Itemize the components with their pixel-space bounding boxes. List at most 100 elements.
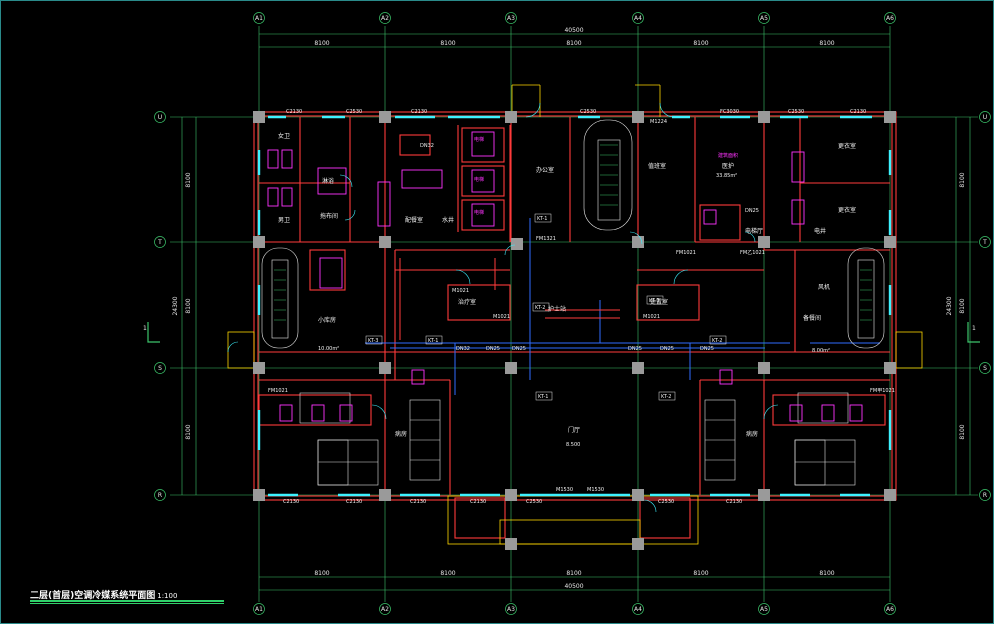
unit-tag: KT-3 — [368, 338, 378, 344]
room-kitchen: 备餐间 — [803, 314, 821, 322]
axis-label-right: U — [983, 114, 987, 121]
room-elevator2: 电梯 — [474, 176, 484, 183]
axis-label-right: S — [983, 365, 987, 372]
door-swings — [227, 102, 779, 513]
dim-top-seg: 8100 — [440, 40, 455, 47]
door-tag: M1021 — [452, 288, 469, 294]
room-med-staff: 医护 — [722, 162, 734, 170]
room-office: 办公室 — [536, 166, 554, 174]
door-tag: M1530 — [556, 487, 573, 493]
window-tag: C2530 — [346, 109, 362, 115]
room-pipe-well: 水井 — [442, 216, 454, 224]
axis-label-top: A6 — [886, 15, 894, 22]
axis-labels: A1 A2 A3 A4 A5 A6 A1 A2 A3 A4 A5 A6 U T … — [157, 15, 987, 613]
room-elec-well: 电井 — [814, 227, 826, 235]
axis-label-left: T — [157, 239, 162, 246]
stairs — [261, 119, 885, 349]
axis-label-bottom: A2 — [381, 606, 389, 613]
room-area3: 8.00m² — [812, 348, 830, 354]
axis-label-right: T — [982, 239, 987, 246]
duct-runs — [399, 258, 620, 340]
axis-label-bottom: A4 — [634, 606, 642, 613]
pipe-tag: DN32 — [420, 143, 434, 149]
window-tag: C2130 — [286, 109, 302, 115]
dim-bottom-seg: 8100 — [566, 570, 581, 577]
window-tag: C2530 — [580, 109, 596, 115]
room-labels: 女卫 男卫 淋浴 小库房 配餐室 水井 办公室 值班室 建筑面积 医护 33.8… — [278, 132, 856, 448]
title-underline-thin — [30, 603, 224, 604]
axis-label-left: U — [158, 114, 162, 121]
axis-label-bottom: A6 — [886, 606, 894, 613]
dim-top-seg: 8100 — [566, 40, 581, 47]
dim-top-seg: 8100 — [819, 40, 834, 47]
unit-tag: KT-1 — [538, 394, 548, 400]
refrigerant-pipes — [365, 218, 880, 395]
door-window-tags: C2130 C2530 C2130 C2530 FC3030 C2530 C21… — [268, 109, 895, 505]
axis-label-top: A2 — [381, 15, 389, 22]
axis-label-bottom: A3 — [507, 606, 515, 613]
room-area-label: 建筑面积 — [718, 152, 738, 159]
pipe-tag: DN25 — [486, 346, 500, 352]
room-nurse-station: 护士站 — [548, 305, 566, 313]
unit-tag: KT-2 — [535, 305, 545, 311]
dim-left-total: 24300 — [172, 296, 179, 315]
room-elevator3: 电梯 — [474, 209, 484, 216]
dim-right-total: 24300 — [946, 296, 953, 315]
room-treatment: 治疗室 — [458, 298, 476, 306]
section-mark-right: 1 — [972, 325, 976, 332]
dim-top-seg: 8100 — [314, 40, 329, 47]
axis-label-right: R — [983, 492, 987, 499]
drawing-scale: 1:100 — [157, 592, 178, 600]
room-hall-elev: 8.500 — [566, 442, 580, 448]
room-hall: 门厅 — [568, 426, 580, 434]
room-storage: 小库房 — [318, 316, 336, 324]
indoor-units — [365, 213, 727, 401]
dimension-lines — [181, 33, 971, 591]
dim-top-seg: 8100 — [693, 40, 708, 47]
windows — [257, 115, 892, 497]
window-tag: C2530 — [658, 499, 674, 505]
window-tag: C2130 — [726, 499, 742, 505]
room-dressing2: 更衣室 — [838, 206, 856, 214]
dimension-texts: 40500 8100 8100 8100 8100 8100 8100 8100… — [314, 27, 834, 590]
dim-bottom-seg: 8100 — [440, 570, 455, 577]
axis-label-left: R — [158, 492, 162, 499]
pipe-tag: DN32 — [456, 346, 470, 352]
window-tag: C2130 — [410, 499, 426, 505]
title-underline — [30, 600, 224, 602]
axis-label-top: A5 — [760, 15, 768, 22]
dim-right-seg: 8100 — [959, 172, 966, 187]
pipe-tag: DN25 — [745, 208, 759, 214]
door-tag: FM乙1021 — [740, 249, 765, 256]
window-tag: C2530 — [526, 499, 542, 505]
window-tag: C2130 — [411, 109, 427, 115]
pipe-tag: DN25 — [660, 346, 674, 352]
window-tag: C2130 — [283, 499, 299, 505]
room-ward-right: 病房 — [746, 430, 758, 438]
unit-tag: KT-1 — [537, 216, 547, 222]
dim-right-seg: 8100 — [959, 298, 966, 313]
dim-top-total: 40500 — [564, 27, 583, 34]
room-area2: 10.00m² — [318, 346, 339, 352]
room-elevator1: 电梯 — [474, 136, 484, 143]
window-tag: FC3030 — [720, 109, 739, 115]
room-disposal: 处置室 — [650, 298, 668, 306]
window-tag: C2530 — [788, 109, 804, 115]
room-women-wc: 女卫 — [278, 132, 290, 140]
dim-bottom-seg: 8100 — [693, 570, 708, 577]
room-mop: 拖布间 — [320, 212, 338, 220]
room-duty: 值班室 — [648, 162, 666, 170]
indoor-unit-tags: KT-1 KT-2 KT-3 KT-1 KT-2 KT-1 KT-2 KT-3 — [368, 216, 722, 400]
axis-label-top: A4 — [634, 15, 642, 22]
axis-bubbles — [154, 12, 991, 615]
dim-bottom-total: 40500 — [564, 583, 583, 590]
drawing-title-text: 二层(首层)空调冷媒系统平面图 — [30, 591, 156, 601]
walls — [253, 111, 897, 539]
section-mark-left: 1 — [143, 325, 147, 332]
stair-treads — [274, 144, 872, 321]
door-tag: M1224 — [650, 119, 667, 125]
pipe-tag: DN25 — [700, 346, 714, 352]
axis-label-bottom: A1 — [255, 606, 263, 613]
window-tag: C2130 — [470, 499, 486, 505]
